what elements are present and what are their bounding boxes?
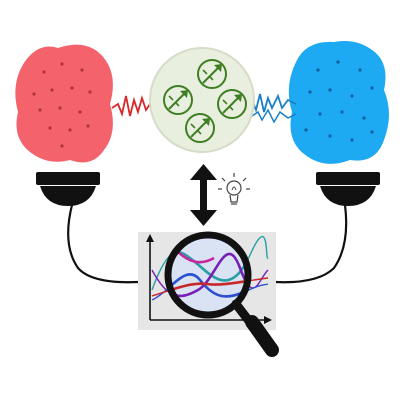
left-wave-signal <box>111 94 155 118</box>
sample-dot <box>78 110 82 114</box>
sample-dot <box>304 128 308 132</box>
right-wave-signal-1 <box>245 93 297 113</box>
sample-dot <box>60 144 64 148</box>
sample-dot <box>336 60 340 64</box>
sample-dot <box>50 88 54 92</box>
sample-dot <box>370 86 374 90</box>
sample-dot <box>362 116 366 120</box>
sample-dot <box>60 62 64 66</box>
right-sample-dots <box>304 60 374 142</box>
spin-icons <box>163 59 247 143</box>
center-spin-cluster <box>149 47 255 153</box>
double-arrow <box>190 164 217 226</box>
sample-dot <box>318 112 322 116</box>
sample-dot <box>340 110 344 114</box>
right-wave-signal-2 <box>251 108 297 124</box>
right-cable <box>274 204 348 284</box>
sample-dot <box>370 130 374 134</box>
sample-dot <box>86 124 90 128</box>
sample-dot <box>308 90 312 94</box>
sample-dot <box>328 134 332 138</box>
sample-dot <box>68 128 72 132</box>
sample-dot <box>58 106 62 110</box>
sample-dot <box>88 90 92 94</box>
right-detector-cup <box>316 172 380 206</box>
spin-icon <box>217 89 247 119</box>
left-detector-cup <box>36 172 100 206</box>
sample-dot <box>42 70 46 74</box>
sample-dot <box>328 88 332 92</box>
sample-dot <box>316 68 320 72</box>
spin-icon <box>197 59 227 89</box>
sample-dot <box>358 68 362 72</box>
right-sample-blob <box>288 41 389 164</box>
magnifying-glass-icon <box>164 231 279 357</box>
sample-dot <box>48 126 52 130</box>
lightbulb-icon <box>218 173 250 205</box>
sample-dot <box>350 138 354 142</box>
left-cable <box>67 204 139 284</box>
trace-line-magnified <box>168 273 248 302</box>
left-sample-blob <box>15 44 113 163</box>
left-sample-dots <box>32 62 92 148</box>
sample-dot <box>38 108 42 112</box>
spin-icon <box>163 85 193 115</box>
sample-dot <box>350 94 354 98</box>
sample-dot <box>32 92 36 96</box>
sample-dot <box>80 68 84 72</box>
sample-dot <box>70 86 74 90</box>
spin-icon <box>185 113 215 143</box>
